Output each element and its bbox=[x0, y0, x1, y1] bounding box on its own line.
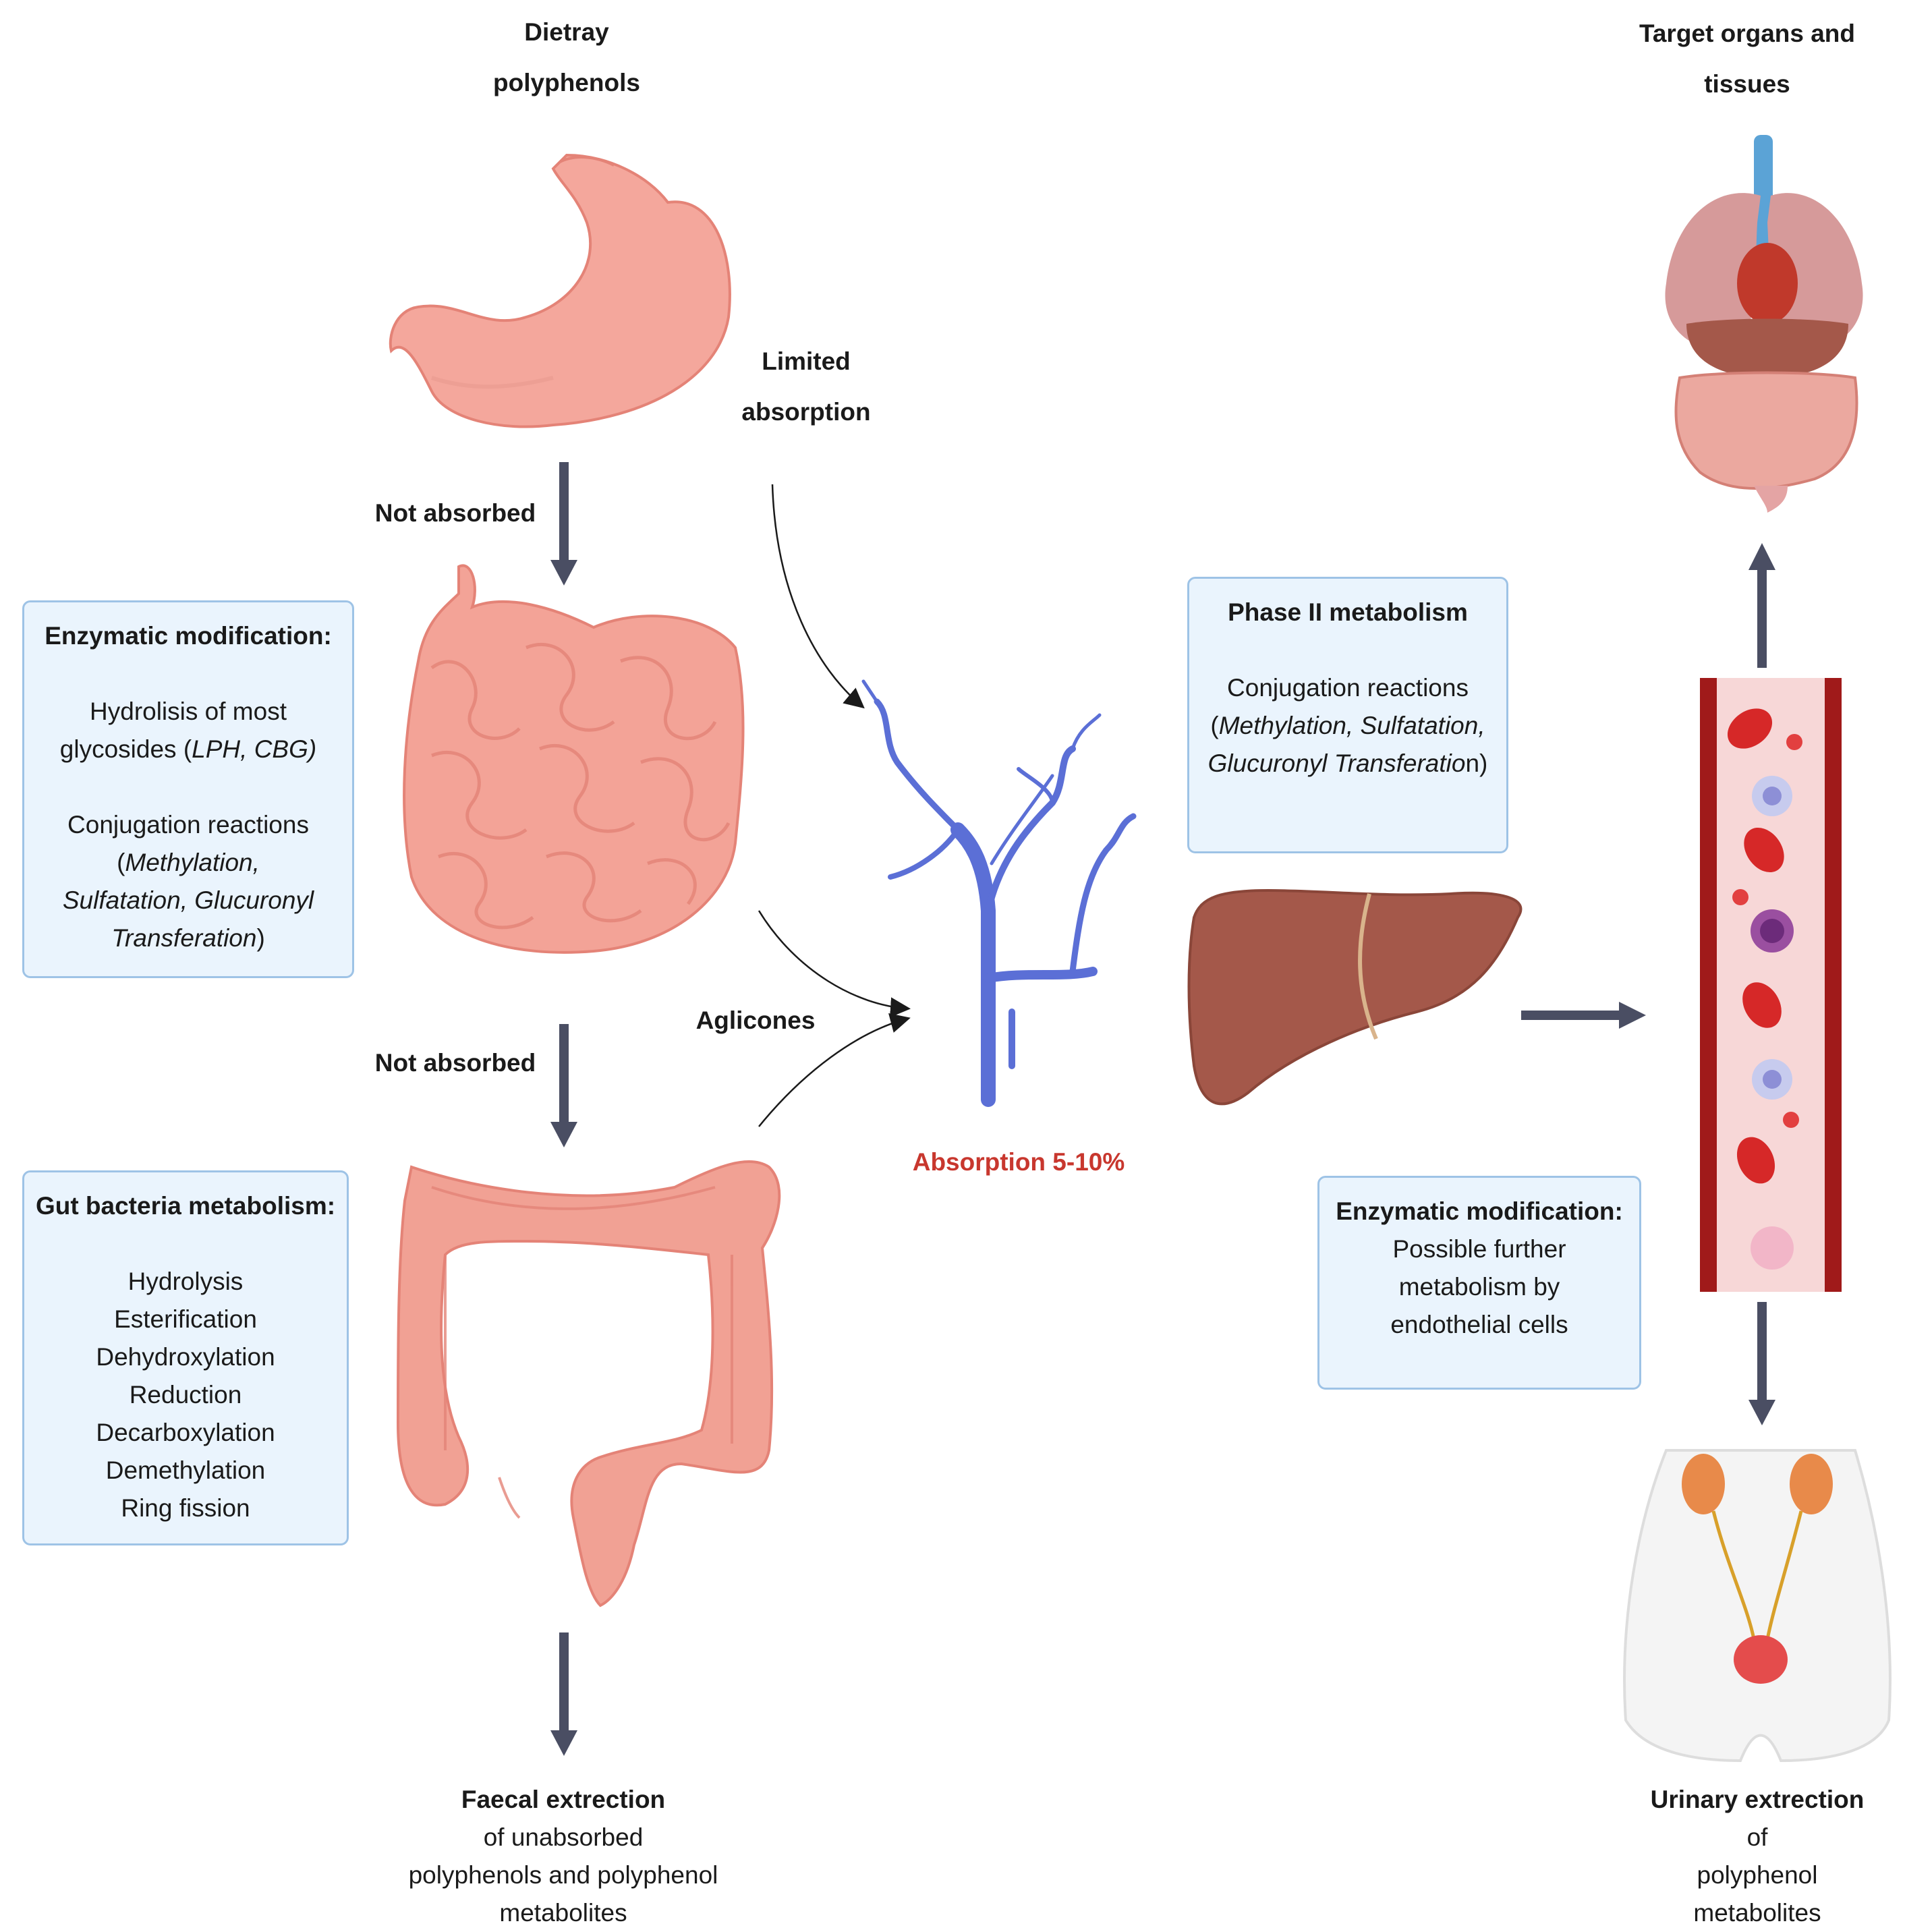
not-absorbed-label-2: Not absorbed bbox=[374, 1049, 536, 1077]
gut-bacteria-box: Gut bacteria metabolism: Hydrolysis Este… bbox=[22, 1170, 349, 1545]
box-title: Gut bacteria metabolism: bbox=[35, 1192, 336, 1220]
box-line: glycosides (LPH, CBG) bbox=[59, 735, 317, 763]
caption-bold: Faecal extrection bbox=[461, 1786, 666, 1813]
arrow-stomach-to-small-intestine bbox=[550, 462, 577, 586]
arrow-large-intestine-to-faeces bbox=[550, 1632, 577, 1756]
target-line-1: Target organs and bbox=[1639, 20, 1856, 47]
endothelial-modification-box: Enzymatic modification: Possible further… bbox=[1317, 1176, 1641, 1390]
stomach-icon bbox=[389, 153, 731, 428]
dietary-polyphenols-label: Dietray polyphenols bbox=[465, 7, 668, 108]
box-line: Glucuronyl Transferation) bbox=[1207, 749, 1488, 777]
box-line: metabolism by bbox=[1398, 1273, 1560, 1301]
large-intestine-icon bbox=[396, 1160, 781, 1608]
process-item: Ring fission bbox=[121, 1494, 250, 1522]
process-item: Esterification bbox=[114, 1305, 257, 1333]
not-absorbed-label-1: Not absorbed bbox=[374, 499, 536, 527]
urinary-system-icon bbox=[1623, 1449, 1892, 1763]
phase-ii-metabolism-box: Phase II metabolism Conjugation reaction… bbox=[1187, 577, 1508, 853]
target-line-2: tissues bbox=[1704, 70, 1790, 98]
box-line: Possible further bbox=[1392, 1235, 1566, 1263]
aglicones-label: Aglicones bbox=[695, 1006, 816, 1034]
process-item: Decarboxylation bbox=[96, 1419, 275, 1446]
flow-arrows bbox=[550, 462, 1775, 1756]
liver-icon bbox=[1187, 888, 1523, 1106]
organs-icon bbox=[1665, 135, 1863, 513]
limited-absorption-label: Limited absorption bbox=[722, 336, 890, 437]
arrow-blood-to-organs bbox=[1748, 543, 1775, 668]
box-line: Conjugation reactions bbox=[67, 811, 309, 839]
caption-line: polyphenol bbox=[1697, 1861, 1818, 1889]
process-item: Dehydroxylation bbox=[96, 1343, 275, 1371]
box-title: Enzymatic modification: bbox=[1336, 1197, 1623, 1225]
thin-connectors bbox=[758, 484, 911, 1127]
limited-line-2: absorption bbox=[741, 398, 871, 426]
box-line: Hydrolisis of most bbox=[90, 698, 287, 725]
limited-line-1: Limited bbox=[762, 347, 851, 375]
blood-vessels-icon bbox=[861, 679, 1137, 1107]
box-line: Conjugation reactions bbox=[1227, 674, 1469, 702]
box-title: Enzymatic modification: bbox=[45, 622, 332, 650]
box-line: (Methylation, Sulfatation, bbox=[1210, 712, 1485, 739]
box-title: Phase II metabolism bbox=[1228, 598, 1468, 626]
faecal-extrection-caption: Faecal extrection of unabsorbed polyphen… bbox=[351, 1781, 776, 1932]
dietary-line-1: Dietray bbox=[524, 18, 609, 46]
box-line: Transferation) bbox=[111, 924, 265, 952]
absorption-percent-label: Absorption 5-10% bbox=[912, 1148, 1125, 1176]
caption-line: metabolites bbox=[499, 1899, 627, 1927]
caption-line: polyphenols and polyphenol bbox=[408, 1861, 718, 1889]
enzymatic-modification-box: Enzymatic modification: Hydrolisis of mo… bbox=[22, 600, 354, 978]
arrow-liver-to-blood bbox=[1521, 1002, 1646, 1029]
box-line: Sulfatation, Glucuronyl bbox=[62, 886, 314, 914]
box-line: (Methylation, bbox=[117, 849, 260, 876]
caption-bold: Urinary extrection bbox=[1650, 1786, 1865, 1813]
process-item: Hydrolysis bbox=[127, 1268, 244, 1295]
caption-line: metabolites bbox=[1693, 1899, 1821, 1927]
process-item: Demethylation bbox=[105, 1456, 266, 1484]
arrow-small-to-large-intestine bbox=[550, 1024, 577, 1147]
process-item: Reduction bbox=[129, 1381, 242, 1409]
small-intestine-icon bbox=[403, 564, 745, 954]
dietary-line-2: polyphenols bbox=[493, 69, 640, 96]
target-organs-label: Target organs and tissues bbox=[1612, 8, 1882, 109]
box-line: endothelial cells bbox=[1390, 1311, 1568, 1338]
arrow-blood-to-urinary bbox=[1748, 1302, 1775, 1425]
urinary-extrection-caption: Urinary extrection of polyphenol metabol… bbox=[1616, 1781, 1899, 1932]
blood-stream-icon bbox=[1700, 678, 1842, 1292]
